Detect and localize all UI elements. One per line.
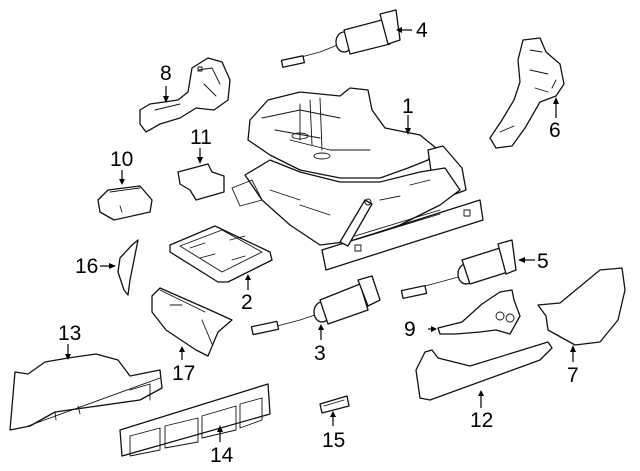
callout-1[interactable]: 1 (402, 95, 414, 118)
callout-9[interactable]: 9 (404, 318, 416, 341)
leader-lines (65, 27, 576, 442)
arrow-12 (478, 390, 484, 396)
callout-17[interactable]: 17 (172, 362, 195, 385)
callout-12[interactable]: 12 (470, 409, 493, 432)
part-seat-frame[interactable] (231, 87, 484, 271)
callout-7[interactable]: 7 (567, 364, 579, 387)
callout-2[interactable]: 2 (241, 291, 253, 314)
arrow-4 (396, 27, 402, 33)
callout-4[interactable]: 4 (416, 19, 428, 42)
part-small-bracket[interactable] (319, 395, 350, 414)
arrow-5 (518, 257, 525, 263)
part-side-trim[interactable] (415, 341, 553, 401)
callout-11[interactable]: 11 (190, 126, 212, 149)
callout-labels: 1 2 3 4 5 6 7 8 9 10 11 12 13 14 15 16 1… (58, 19, 579, 467)
arrow-6 (553, 97, 559, 104)
part-switch-bracket[interactable] (489, 37, 565, 149)
part-motor-upper[interactable] (280, 9, 401, 68)
part-clip-right[interactable] (177, 163, 225, 201)
callout-6[interactable]: 6 (549, 119, 561, 142)
part-hinge-cover[interactable] (117, 239, 139, 296)
callout-5[interactable]: 5 (537, 250, 549, 273)
arrow-13 (65, 354, 71, 360)
part-motor-lower[interactable] (250, 275, 381, 336)
part-front-trim[interactable] (9, 353, 163, 431)
arrow-9 (431, 326, 437, 332)
arrow-8 (163, 96, 169, 103)
part-recliner-bracket[interactable] (139, 57, 231, 133)
callout-14[interactable]: 14 (210, 444, 234, 467)
callout-10[interactable]: 10 (110, 148, 133, 171)
arrow-15 (330, 411, 336, 417)
part-side-shield[interactable] (537, 267, 626, 346)
arrow-2 (245, 274, 251, 280)
arrow-14 (217, 425, 223, 432)
arrow-16 (109, 263, 116, 269)
callout-13[interactable]: 13 (58, 322, 81, 345)
part-clip-left[interactable] (97, 185, 153, 221)
arrow-7 (570, 345, 576, 352)
part-storage-tray[interactable] (169, 225, 273, 283)
callout-16[interactable]: 16 (75, 255, 98, 278)
part-adjuster-lever[interactable] (437, 289, 521, 335)
arrow-1 (405, 128, 411, 135)
arrow-17 (179, 346, 185, 352)
callout-8[interactable]: 8 (160, 62, 172, 85)
part-lower-panel[interactable] (119, 383, 271, 457)
callout-3[interactable]: 3 (314, 342, 326, 365)
arrow-11 (197, 157, 203, 164)
arrow-3 (318, 324, 324, 330)
part-motor-right[interactable] (400, 239, 517, 300)
part-storage-drawer[interactable] (151, 287, 233, 357)
arrow-10 (119, 179, 125, 185)
callout-15[interactable]: 15 (322, 429, 345, 452)
